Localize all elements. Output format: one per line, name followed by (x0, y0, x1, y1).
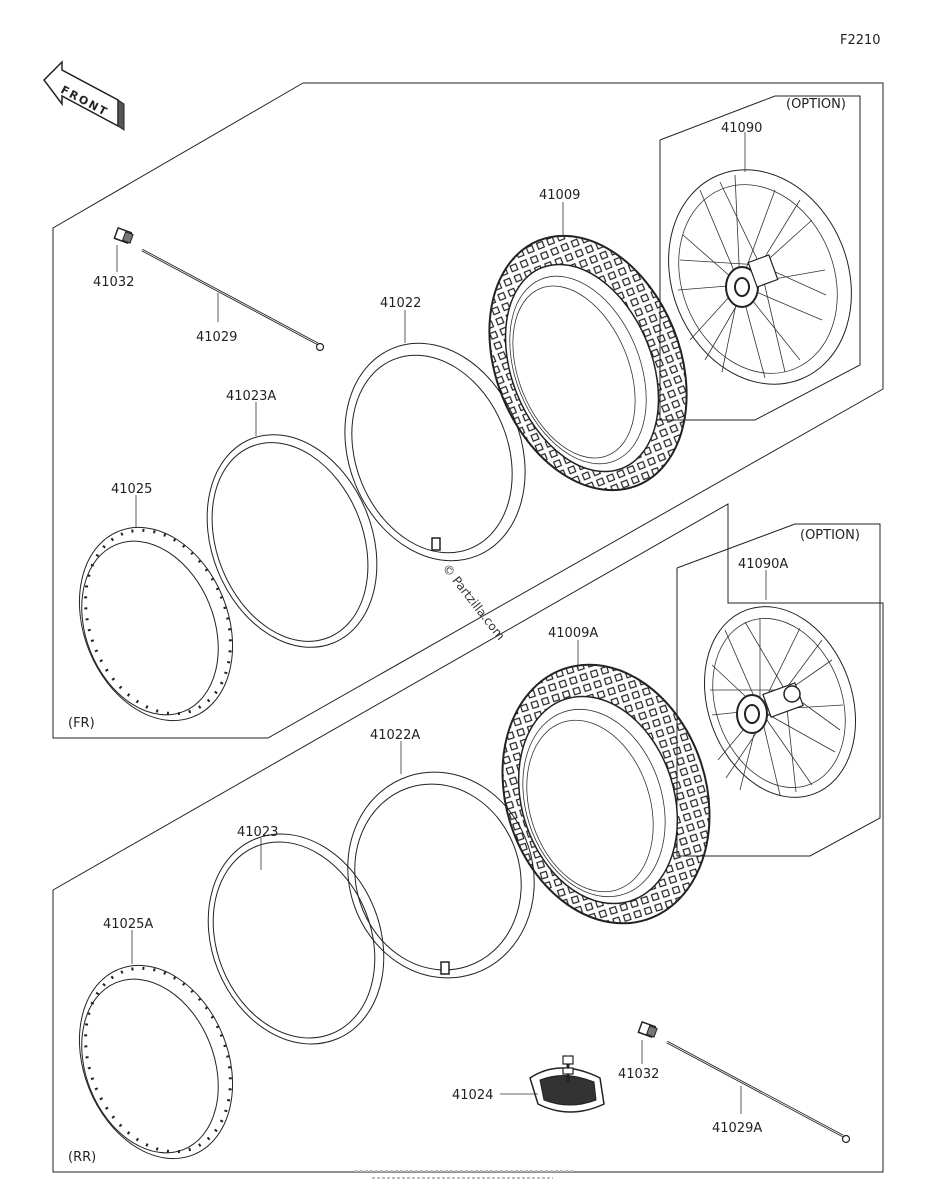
front-rim-band-41023A (206, 434, 378, 648)
front-tire-41009 (488, 234, 688, 492)
label-41032-rear: 41032 (618, 1067, 659, 1082)
front-spoke-41029 (141, 248, 325, 352)
copyright-fineprint (355, 1170, 575, 1179)
front-arrow-icon: FRONT (43, 60, 125, 131)
rear-rim-band-41023 (207, 833, 385, 1045)
rear-option-label: (OPTION) (800, 528, 860, 543)
label-41025A: 41025A (103, 917, 153, 932)
label-41009A: 41009A (548, 626, 598, 641)
label-41023A: 41023A (226, 389, 276, 404)
front-rim-41025 (78, 526, 234, 722)
rear-tire-41009A (501, 663, 711, 925)
front-wheel-41090 (668, 169, 852, 385)
label-41023: 41023 (237, 825, 278, 840)
rim-lock-41024 (529, 1055, 605, 1113)
label-41022A: 41022A (370, 728, 420, 743)
front-option-label: (OPTION) (786, 97, 846, 112)
rear-section-label: (RR) (68, 1150, 96, 1165)
label-41009: 41009 (539, 188, 580, 203)
label-41032-front: 41032 (93, 275, 134, 290)
front-section-frame (52, 82, 884, 739)
front-section-label: (FR) (68, 716, 95, 731)
label-41029A: 41029A (712, 1121, 762, 1136)
watermark: © Partzilla.com (440, 561, 508, 643)
diagram-code: F2210 (840, 33, 881, 48)
front-tube-41022 (344, 342, 526, 562)
rear-tube-41022A (347, 771, 535, 979)
rear-rim-41025A (78, 964, 234, 1160)
label-41090: 41090 (721, 121, 762, 136)
label-41090A: 41090A (738, 557, 788, 572)
label-41024: 41024 (452, 1088, 493, 1103)
rear-wheel-41090A (703, 606, 857, 798)
rear-valve-cap-41032 (637, 1020, 658, 1038)
label-41029: 41029 (196, 330, 237, 345)
front-valve-cap-41032 (113, 226, 134, 244)
label-41025: 41025 (111, 482, 152, 497)
rear-section-frame (52, 503, 884, 1173)
rear-spoke-41029A (666, 1040, 851, 1144)
label-41022: 41022 (380, 296, 421, 311)
